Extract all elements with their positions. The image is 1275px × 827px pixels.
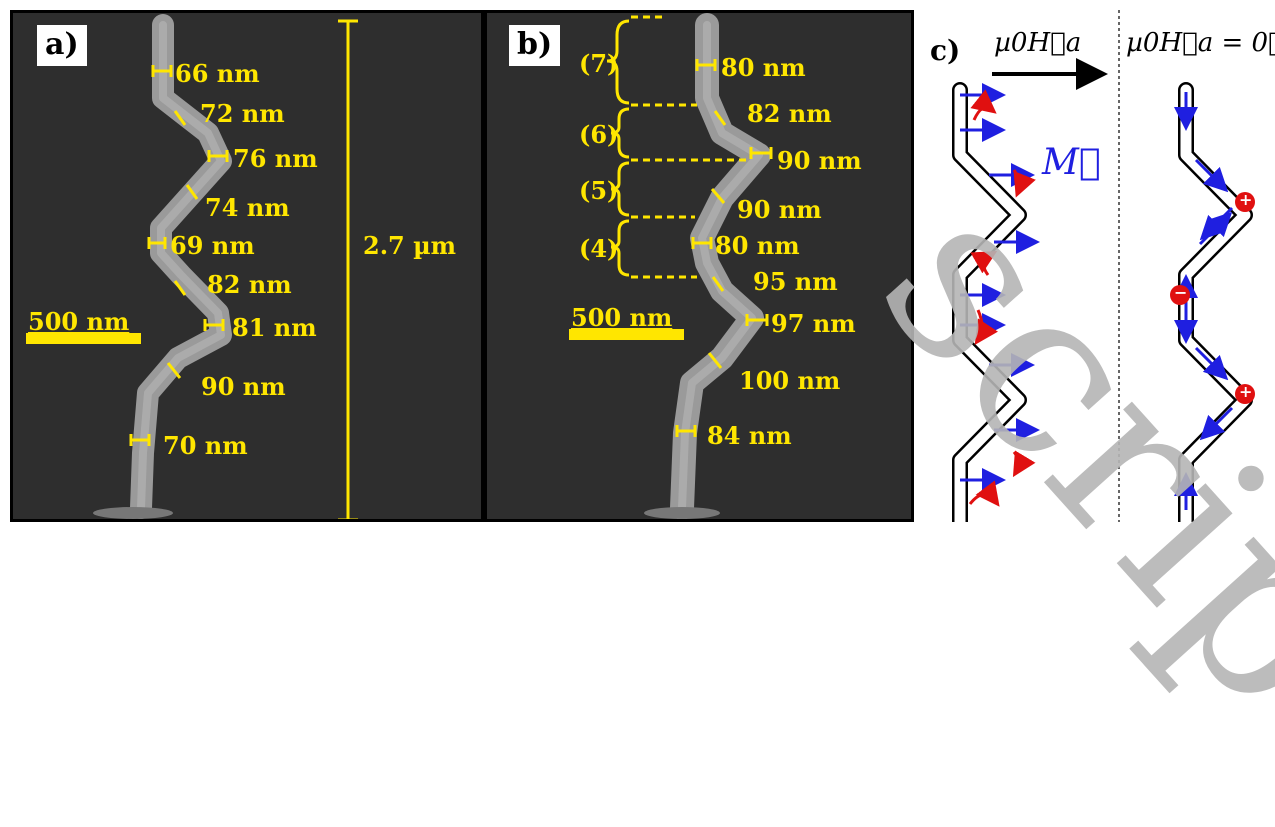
- scale-bar-b: [569, 329, 684, 340]
- panel-b: b) 80 nm 82 nm 90 nm 90 nm 80 nm 95 nm 9…: [484, 10, 914, 522]
- width-label: 90 nm: [737, 195, 822, 224]
- scale-bar-a: [26, 333, 141, 344]
- charge-minus-label: −: [1174, 283, 1188, 302]
- charge-plus-label: +: [1239, 190, 1253, 209]
- width-label: 70 nm: [163, 431, 248, 460]
- segment-braces: [606, 19, 630, 277]
- wire-base-b: [644, 507, 720, 519]
- width-label: 82 nm: [207, 270, 292, 299]
- width-label: 90 nm: [201, 372, 286, 401]
- width-label: 82 nm: [747, 99, 832, 128]
- segment-label: (4): [579, 234, 619, 263]
- height-label: 2.7 µm: [363, 231, 457, 260]
- panel-a: a) 66 nm 72 nm 76 nm 74 nm 69 nm 82 nm 8…: [10, 10, 484, 522]
- scale-bar-label-a: 500 nm: [28, 307, 130, 336]
- charge-plus: [1235, 384, 1255, 404]
- width-label: 80 nm: [721, 53, 806, 82]
- panel-c: c) µ0H⃗a µ0H⃗a = 0⃗ M⃗ + − +: [914, 10, 1275, 522]
- charge-plus: [1235, 192, 1255, 212]
- panel-b-label: b): [509, 25, 561, 66]
- panel-a-drawing: [26, 14, 358, 519]
- charge-plus-label: +: [1239, 382, 1253, 401]
- width-label: 95 nm: [753, 267, 838, 296]
- segment-label: (7): [579, 49, 619, 78]
- width-label: 100 nm: [739, 366, 841, 395]
- width-markers-b: [675, 59, 773, 437]
- width-label: 66 nm: [175, 59, 260, 88]
- width-label: 72 nm: [200, 99, 285, 128]
- height-bar-a: [338, 19, 358, 519]
- width-label: 76 nm: [233, 144, 318, 173]
- charge-minus: [1170, 285, 1190, 305]
- panel-a-label: a): [37, 25, 87, 66]
- width-label: 69 nm: [170, 231, 255, 260]
- width-label: 90 nm: [777, 146, 862, 175]
- width-label: 74 nm: [205, 193, 290, 222]
- magnetization-label: M⃗: [1042, 142, 1101, 183]
- panel-c-drawing: [952, 10, 1255, 522]
- segment-label: (5): [579, 176, 619, 205]
- segment-label: (6): [579, 120, 619, 149]
- width-label: 81 nm: [232, 313, 317, 342]
- width-label: 97 nm: [771, 309, 856, 338]
- scale-bar-label-b: 500 nm: [571, 303, 673, 332]
- segment-boundaries: [631, 15, 749, 279]
- width-label: 84 nm: [707, 421, 792, 450]
- panel-c-label: c): [930, 34, 961, 67]
- field-zero-label: µ0H⃗a = 0⃗: [1126, 28, 1275, 58]
- panel-b-drawing: [569, 13, 773, 519]
- rotation-arrows-left: [968, 89, 1036, 507]
- width-label: 80 nm: [715, 231, 800, 260]
- wire-base-a: [93, 507, 173, 519]
- field-label: µ0H⃗a: [994, 28, 1082, 58]
- width-markers-a: [129, 65, 229, 446]
